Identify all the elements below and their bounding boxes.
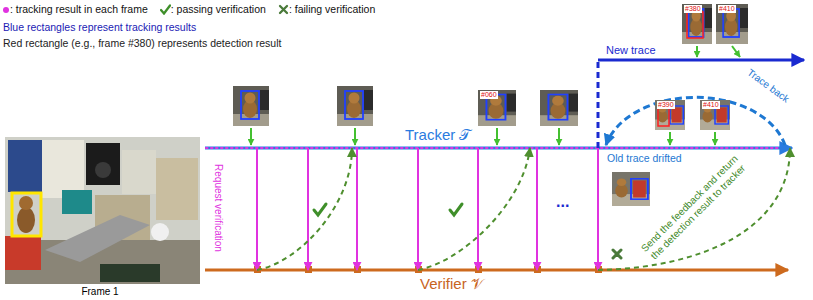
initial-box [12, 193, 41, 236]
result-arrow [714, 132, 716, 145]
frame-caption: Frame 1 [81, 286, 118, 298]
check-shape [161, 6, 170, 14]
node-text: Tracker 𝒯 [405, 125, 470, 145]
photo-wall [5, 137, 200, 284]
verifier-band: Verifier 𝒱 [205, 270, 780, 298]
cross-icon [278, 4, 289, 15]
result-arrow [696, 46, 698, 57]
frame-thumbnail [478, 90, 516, 126]
frame-number: #380 [684, 5, 702, 13]
frame-thumbnail [233, 86, 269, 126]
photo-bear-head [19, 196, 33, 210]
trace-label: Old trace drifted [607, 152, 682, 165]
pass-mark [314, 204, 326, 215]
pass-mark [450, 204, 462, 215]
photo-book [62, 190, 92, 214]
feedback-arrow [418, 148, 530, 270]
photo-book [42, 140, 84, 198]
result-arrow [669, 132, 671, 145]
result-arrow [354, 128, 356, 145]
new-trace-branch [597, 60, 600, 148]
legend-text: : failing verification [289, 3, 375, 16]
result-arrow [496, 128, 498, 145]
frame-number: #410 [702, 101, 720, 109]
frame-number: #410 [718, 5, 736, 13]
check-icon [160, 4, 171, 15]
frame-thumbnail [716, 4, 748, 44]
cross-shape [280, 6, 287, 13]
frame-thumbnail [700, 100, 730, 130]
fail-mark [613, 250, 621, 258]
photo-speaker [86, 143, 120, 185]
photo-box [5, 236, 41, 270]
photo-board [100, 264, 160, 282]
photo-book [122, 150, 156, 194]
frame-thumbnail [682, 4, 712, 44]
tracker-band: Tracker 𝒯 [205, 122, 795, 148]
result-arrow [250, 128, 252, 145]
detection-box [687, 12, 703, 38]
frame-thumbnail [612, 172, 650, 206]
frame-thumbnail [655, 100, 685, 130]
request-arrow [536, 148, 538, 270]
feedback-arrow [598, 148, 790, 270]
request-arrow [256, 148, 258, 270]
trace-back-arc [606, 97, 785, 145]
photo-book [156, 158, 198, 220]
request-arrow [356, 148, 358, 270]
tracking-dots [206, 147, 780, 149]
photo-bear-body [17, 207, 35, 233]
trace-label: New trace [606, 44, 656, 57]
result-arrow [558, 128, 560, 145]
photo-arm [45, 215, 150, 262]
new-trace-line [598, 59, 804, 62]
detection-box [658, 108, 669, 126]
request-arrow [417, 148, 419, 270]
photo-book [8, 140, 42, 192]
photo-speaker-cone [95, 162, 111, 178]
result-arrow [732, 46, 740, 57]
request-arrow [477, 148, 479, 270]
frame-thumbnail [337, 86, 373, 126]
frame-thumbnail [540, 90, 578, 126]
frame-number: #390 [657, 101, 675, 109]
node-text: Verifier 𝒱 [420, 275, 484, 293]
trace-label: Trace back [745, 67, 792, 106]
frame-photo [5, 137, 200, 284]
edge-label: Send the feedback and return the detecti… [636, 150, 752, 266]
legend-swatch [3, 7, 9, 13]
legend-text: : tracking result in each frame [10, 3, 148, 16]
feedback-arrow [257, 148, 352, 270]
request-label: Request verification [212, 164, 224, 252]
frame-number: #060 [480, 91, 498, 99]
legend-note: Blue rectangles represent tracking resul… [3, 21, 196, 34]
legend-item: : failing verification [278, 3, 375, 16]
tracker-line [205, 147, 792, 150]
ellipsis: ... [556, 192, 569, 211]
legend-row: : tracking result in each frame : passing… [3, 3, 375, 16]
verifier-line [205, 269, 788, 272]
photo-ball [151, 223, 169, 241]
legend-text: : passing verification [171, 3, 266, 16]
request-arrow [307, 148, 309, 270]
legend-item: : passing verification [160, 3, 266, 16]
request-arrow [597, 148, 599, 270]
legend-item: : tracking result in each frame [3, 3, 148, 16]
legend-note: Red rectangle (e.g., frame #380) represe… [3, 37, 281, 50]
